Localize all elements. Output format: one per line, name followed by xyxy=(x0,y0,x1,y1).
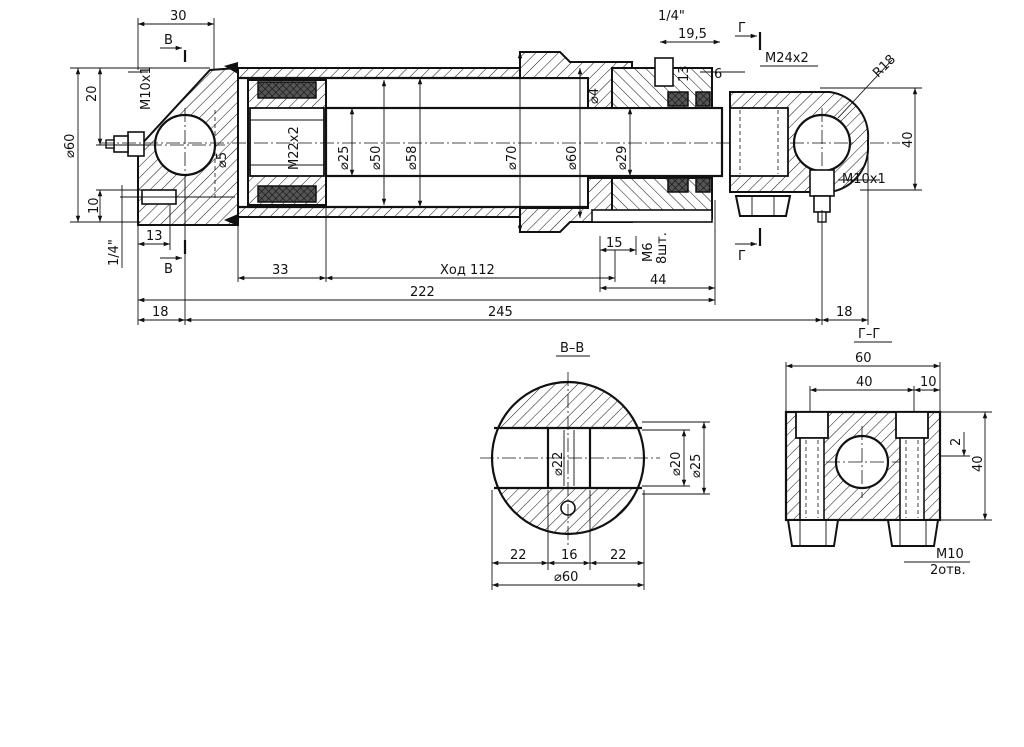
dim-15: 15 xyxy=(606,236,623,251)
dim-1-4-top: 1/4" xyxy=(658,9,685,24)
gg-holes-count: 2отв. xyxy=(930,563,966,578)
dim-245: 245 xyxy=(488,305,513,320)
dim-6: 6 xyxy=(714,67,722,82)
dia-4: ⌀4 xyxy=(587,88,602,104)
bottom-dimensions: 15 M6 8шт. 33 Ход 112 44 222 18 245 xyxy=(137,150,869,325)
piston xyxy=(247,79,327,206)
dia-29: ⌀29 xyxy=(615,146,630,170)
dim-30: 30 xyxy=(170,9,187,24)
dim-18-right: 18 xyxy=(836,305,853,320)
top-dimensions: 30 1/4" 19,5 13 6 M24x2 R18 xyxy=(137,9,899,119)
section-gg-title: Г–Г xyxy=(858,327,880,342)
rod-end-clevis xyxy=(729,91,870,223)
b-bottom-label: В xyxy=(164,262,173,277)
thread-1-4-left: 1/4" xyxy=(107,239,122,266)
piston-rod xyxy=(100,106,900,178)
b-top-label: В xyxy=(164,33,173,48)
g-bottom-label: Г xyxy=(738,249,746,264)
rear-clevis xyxy=(105,66,239,226)
section-mark-b-bottom: В xyxy=(160,240,187,277)
dia-58: ⌀58 xyxy=(405,146,420,170)
rod-gland xyxy=(519,51,716,233)
bb-dia-20: ⌀20 xyxy=(669,452,684,476)
dia-60-left: ⌀60 xyxy=(63,134,78,158)
gg-dim-40-side: 40 xyxy=(971,455,986,472)
bb-dia-25: ⌀25 xyxy=(689,454,704,478)
section-bb: В–В ⌀22 ⌀20 ⌀25 22 16 xyxy=(480,341,710,590)
dim-19-5: 19,5 xyxy=(678,27,707,42)
dim-18-left: 18 xyxy=(152,305,169,320)
left-dimensions: ⌀60 20 M10x1 10 13 1/4" xyxy=(63,66,210,268)
section-bb-title: В–В xyxy=(560,341,584,356)
dia-25: ⌀25 xyxy=(337,146,352,170)
main-view: В В Г Г 30 1/4" 19,5 13 6 xyxy=(63,9,922,325)
thread-m10x1-right: M10x1 xyxy=(842,172,886,187)
dia-70: ⌀70 xyxy=(505,146,520,170)
dim-13: 13 xyxy=(146,229,163,244)
bb-dia-22: ⌀22 xyxy=(551,452,566,476)
gg-dim-60: 60 xyxy=(855,351,872,366)
section-mark-g-top: Г xyxy=(735,21,762,50)
bb-dia-60: ⌀60 xyxy=(554,570,578,585)
bb-dim-22-left: 22 xyxy=(510,548,527,563)
dia-5: ⌀5 xyxy=(215,152,230,168)
dim-13-top: 13 xyxy=(677,65,692,82)
thread-m6: M6 xyxy=(641,243,656,263)
section-mark-b-top: В xyxy=(160,33,187,62)
thread-m22x2: M22x2 xyxy=(287,126,302,170)
dim-44: 44 xyxy=(650,273,667,288)
dim-222: 222 xyxy=(410,285,435,300)
dia-50: ⌀50 xyxy=(369,146,384,170)
thread-m10x1-left: M10x1 xyxy=(139,66,154,110)
gg-dim-10: 10 xyxy=(920,375,937,390)
thread-m24x2: M24x2 xyxy=(765,51,809,66)
g-top-label: Г xyxy=(738,21,746,36)
gg-thread-m10: M10 xyxy=(936,547,964,562)
gg-dim-40-top: 40 xyxy=(856,375,873,390)
dia-60: ⌀60 xyxy=(565,146,580,170)
inner-dimensions: ⌀5 M22x2 ⌀25 ⌀50 ⌀58 ⌀70 ⌀60 ⌀29 ⌀4 M10x… xyxy=(215,52,922,232)
dim-10: 10 xyxy=(87,197,102,214)
gg-dim-2: 2 xyxy=(949,438,964,446)
section-gg: Г–Г 60 40 10 40 2 xyxy=(784,327,992,578)
quantity-8-pcs: 8шт. xyxy=(655,232,670,264)
stroke-112: Ход 112 xyxy=(440,263,495,278)
section-mark-g-bottom: Г xyxy=(735,228,762,264)
bb-dim-16: 16 xyxy=(561,548,578,563)
bb-dim-22-right: 22 xyxy=(610,548,627,563)
dim-40-right: 40 xyxy=(901,131,916,148)
dim-33: 33 xyxy=(272,263,289,278)
radius-r18: R18 xyxy=(870,52,899,81)
dim-20: 20 xyxy=(85,85,100,102)
